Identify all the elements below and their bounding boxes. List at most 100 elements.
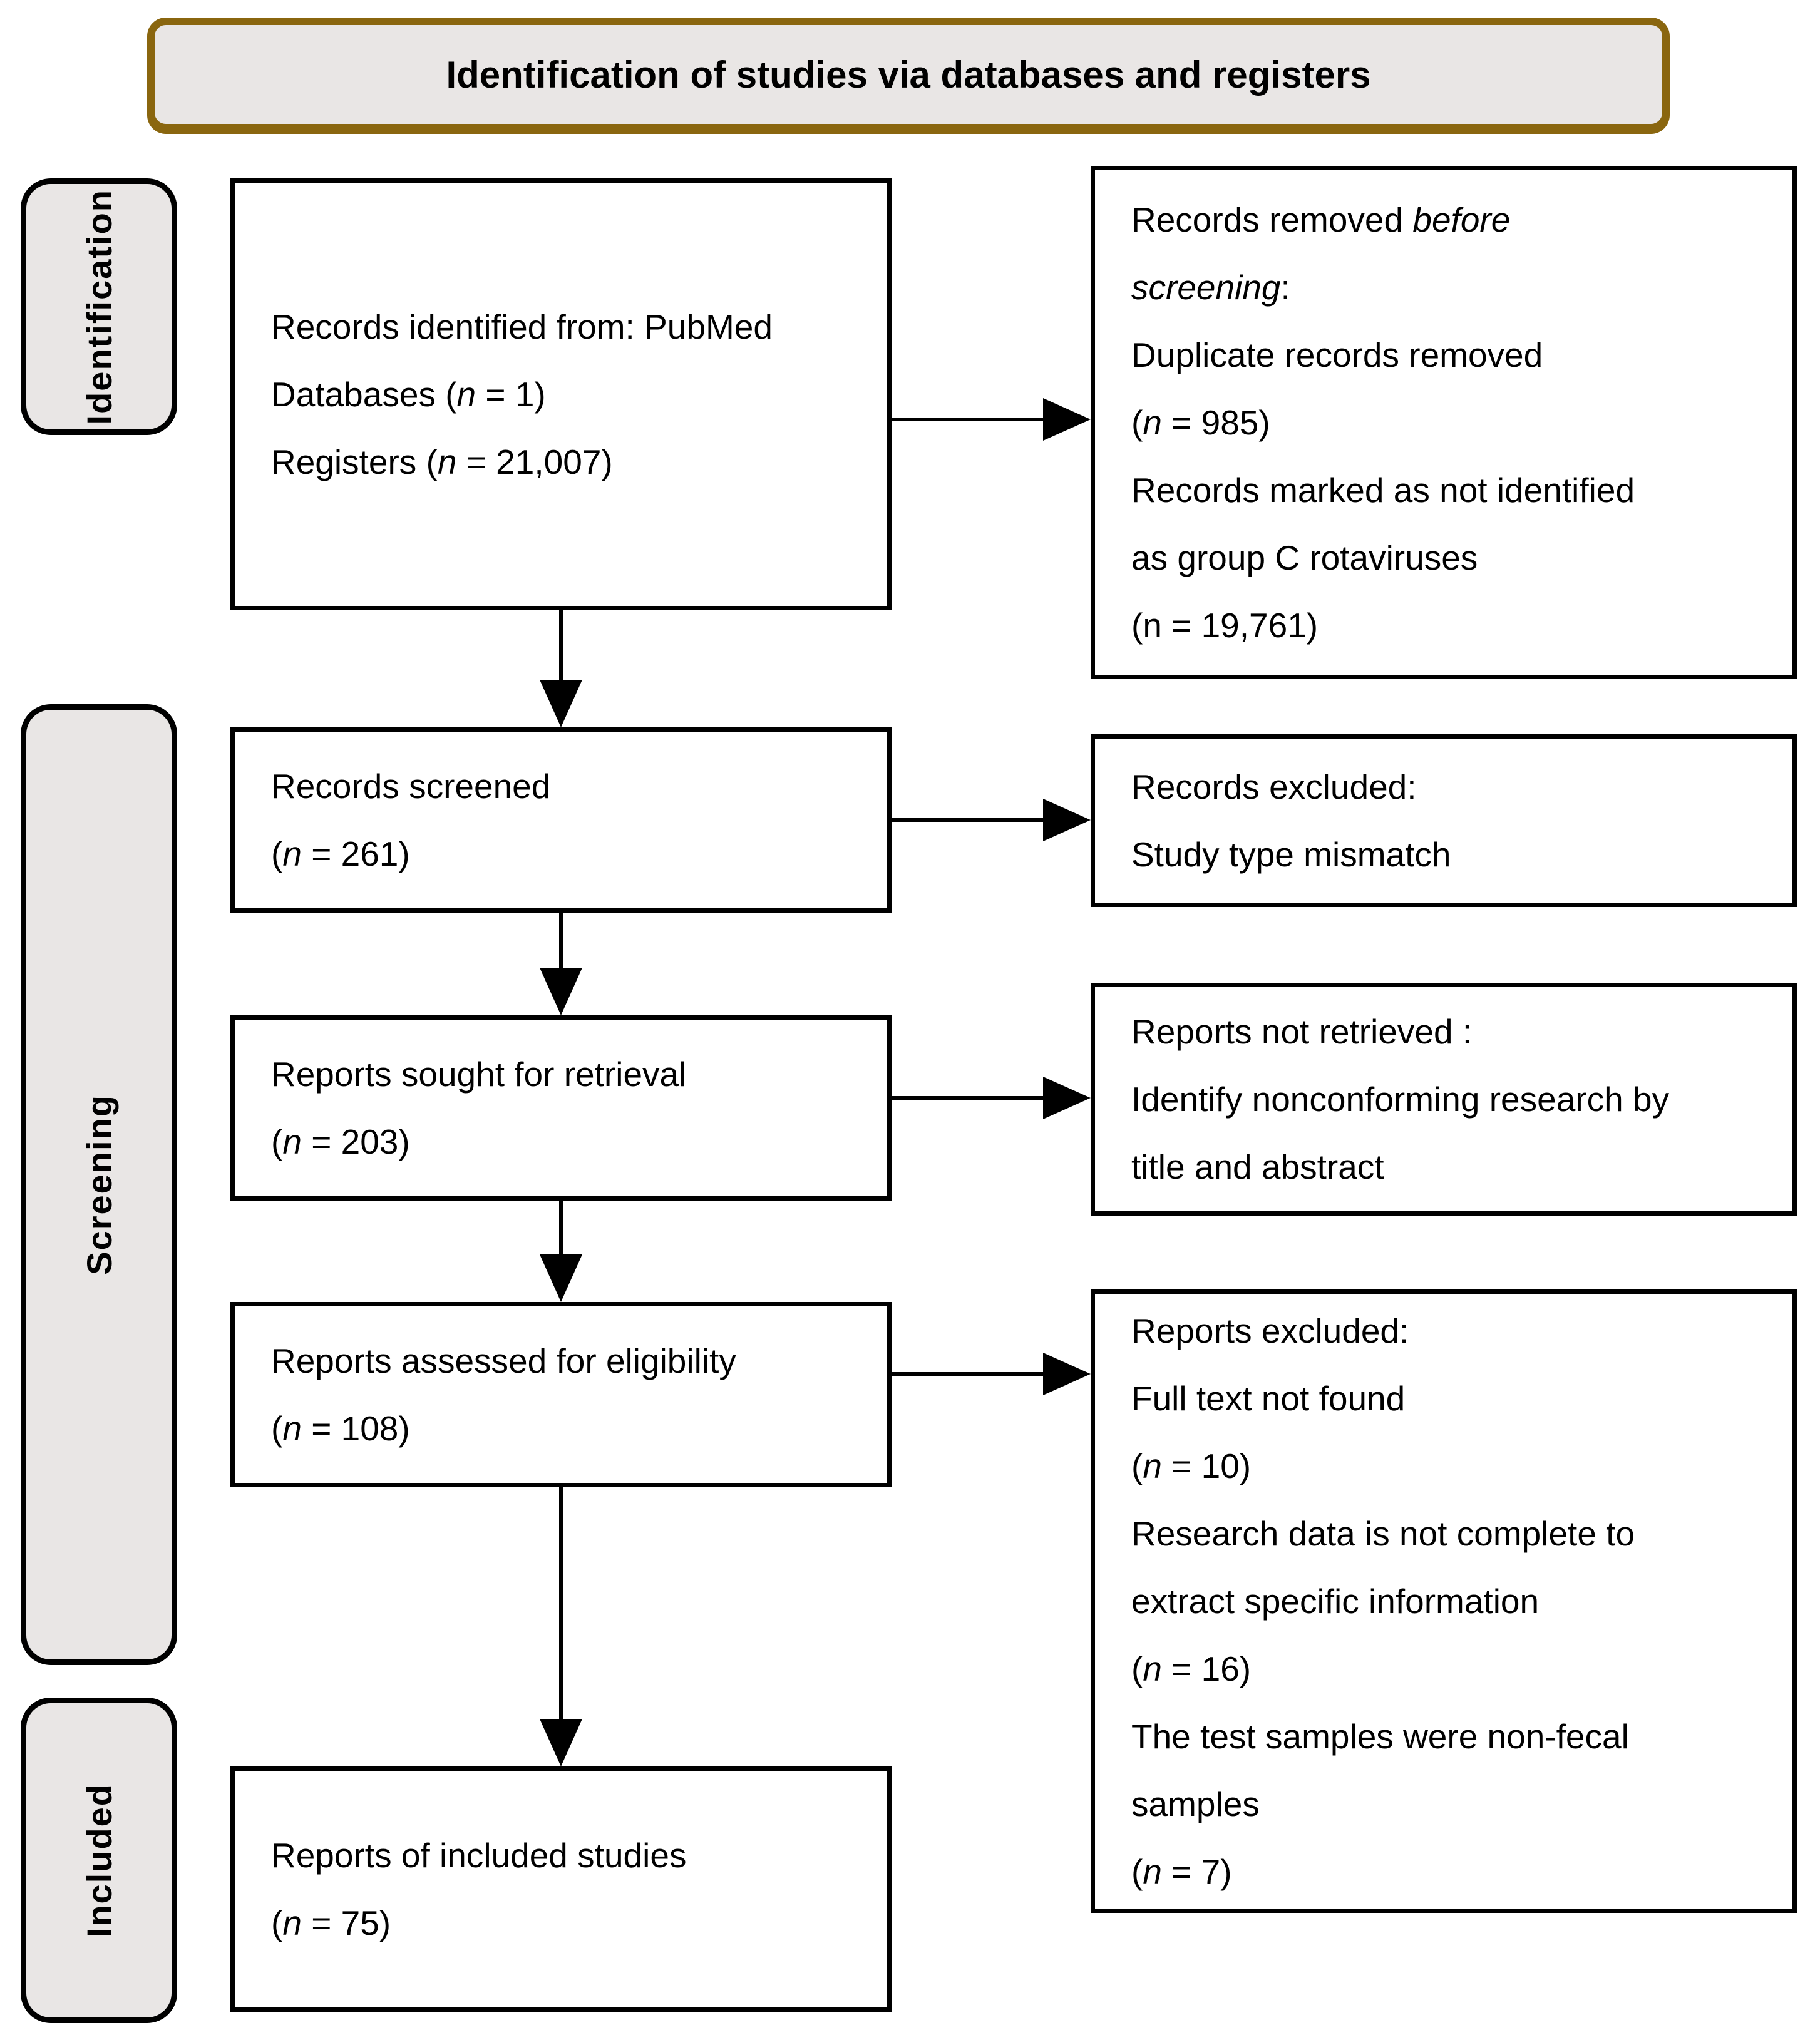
text-segment: = 16) [1161,1649,1252,1688]
text-segment: as group C rotaviruses [1131,538,1478,577]
text-segment: The test samples were non-fecal [1131,1717,1629,1756]
box-reports-sought: Reports sought for retrieval (n = 203) [230,1015,892,1201]
arrow-down-icon [540,1201,582,1302]
text-line: (n = 985) [1131,389,1774,456]
text-segment: ( [1131,1447,1143,1485]
arrow-down-icon [540,1487,582,1766]
text-line: (n = 108) [271,1395,868,1462]
text-segment: = 261) [301,834,410,873]
text-segment: Reports not retrieved : [1131,1012,1473,1051]
text-line: Duplicate records removed [1131,321,1774,389]
text-segment: Registers ( [271,443,438,481]
text-line: Reports assessed for eligibility [271,1327,868,1395]
text-line: title and abstract [1131,1133,1774,1201]
arrow-down-icon [540,913,582,1015]
text-segment: (n = 19,761) [1131,606,1319,645]
text-segment: n [282,1904,302,1942]
text-segment: = 21,007) [456,443,613,481]
text-line: (n = 261) [271,820,868,888]
text-line: Databases (n = 1) [271,361,868,428]
box-reports-not-retrieved: Reports not retrieved : Identify nonconfo… [1091,983,1797,1216]
text-segment: = 1) [476,375,546,414]
stage-label-included: Included [21,1698,177,2023]
text-segment: title and abstract [1131,1147,1384,1186]
text-segment: samples [1131,1785,1260,1823]
text-line: Full text not found [1131,1365,1774,1432]
text-line: Study type mismatch [1131,821,1774,888]
box-records-screened: Records screened (n = 261) [230,727,892,913]
stage-label-text: Included [79,1783,119,1938]
box-records-removed: Records removed before screening: Duplicat… [1091,166,1797,679]
text-line: (n = 7) [1131,1838,1774,1905]
text-segment: Records identified from: PubMed [271,307,773,346]
box-records-excluded: Records excluded: Study type mismatch [1091,734,1797,907]
text-segment: before [1412,200,1511,239]
text-segment: Duplicate records removed [1131,336,1543,374]
text-segment: Research data is not complete to [1131,1514,1635,1553]
text-segment: ( [271,1409,283,1448]
text-segment: : [1280,268,1290,307]
text-segment: extract specific information [1131,1582,1540,1621]
text-segment: Records removed [1131,200,1413,239]
text-line: samples [1131,1770,1774,1838]
text-line: (n = 16) [1131,1635,1774,1703]
text-line: (n = 19,761) [1131,592,1774,659]
text-segment: = 75) [301,1904,391,1942]
text-segment: n [456,375,476,414]
arrow-down-icon [540,610,582,727]
text-segment: Study type mismatch [1131,835,1451,874]
text-segment: Full text not found [1131,1379,1406,1418]
stage-label-identification: Identification [21,178,177,435]
text-segment: n [1143,1852,1162,1891]
text-segment: n [437,443,457,481]
text-segment: Reports assessed for eligibility [271,1341,736,1380]
text-segment: ( [271,1122,283,1161]
text-line: extract specific information [1131,1567,1774,1635]
text-line: as group C rotaviruses [1131,524,1774,592]
stage-label-text: Screening [79,1094,119,1275]
diagram-title: Identification of studies via databases … [446,53,1371,96]
text-line: The test samples were non-fecal [1131,1703,1774,1770]
text-line: Identify nonconforming research by [1131,1065,1774,1133]
text-segment: Reports sought for retrieval [271,1055,687,1094]
box-reports-assessed: Reports assessed for eligibility (n = 108… [230,1302,892,1487]
arrow-right-icon [892,799,1091,841]
title-banner: Identification of studies via databases … [147,18,1670,131]
arrow-right-icon [892,398,1091,441]
text-segment: n [1143,1447,1162,1485]
text-segment: = 985) [1161,403,1270,442]
text-line: Registers (n = 21,007) [271,428,868,496]
arrow-right-icon [892,1077,1091,1119]
text-segment: = 7) [1161,1852,1232,1891]
text-segment: ( [271,834,283,873]
text-line: Records screened [271,752,868,820]
text-segment: n [1143,403,1162,442]
text-segment: ( [271,1904,283,1942]
arrow-right-icon [892,1353,1091,1395]
text-segment: n [282,834,302,873]
text-line: Records identified from: PubMed [271,293,868,361]
text-segment: screening [1131,268,1281,307]
text-segment: ( [1131,1852,1143,1891]
text-segment: n [282,1409,302,1448]
text-line: Records marked as not identified [1131,456,1774,524]
text-line: Research data is not complete to [1131,1500,1774,1567]
stage-label-screening: Screening [21,704,177,1665]
text-segment: Records screened [271,767,551,806]
text-segment: ( [1131,403,1143,442]
text-segment: ( [1131,1649,1143,1688]
text-segment: = 203) [301,1122,410,1161]
text-segment: Reports of included studies [271,1836,687,1875]
text-line: (n = 203) [271,1108,868,1176]
text-segment: n [1143,1649,1162,1688]
text-segment: Databases ( [271,375,457,414]
text-segment: = 108) [301,1409,410,1448]
text-segment: Records excluded: [1131,767,1417,806]
box-reports-excluded: Reports excluded:Full text not found(n =… [1091,1289,1797,1913]
text-segment: = 10) [1161,1447,1252,1485]
text-line: Records excluded: [1131,753,1774,821]
text-line: (n = 75) [271,1889,868,1957]
text-line: Reports not retrieved : [1131,998,1774,1065]
